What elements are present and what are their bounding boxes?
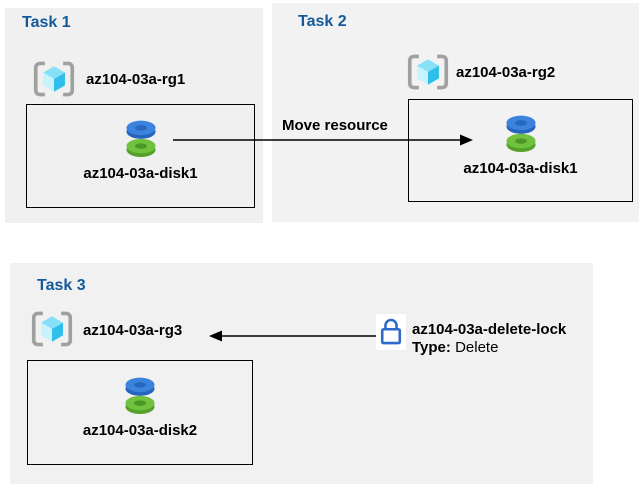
delete-lock-type: Type: Delete: [412, 339, 566, 357]
task1-resource-box: az104-03a-disk1: [26, 104, 255, 208]
task3-resource-box: az104-03a-disk2: [27, 360, 253, 465]
task2-panel: Task 2 az104-03a-rg2: [272, 3, 639, 222]
task1-panel: Task 1 az104-03a-rg1: [5, 8, 263, 223]
managed-disk-icon: [120, 371, 160, 417]
task2-resource-box: az104-03a-disk1: [408, 99, 633, 202]
managed-disk-icon: [121, 114, 161, 160]
resource-group-icon: [31, 310, 73, 348]
resource-group-icon: [33, 60, 75, 98]
disk-name: az104-03a-disk2: [82, 421, 198, 439]
resource-group-name: az104-03a-rg1: [86, 71, 186, 88]
disk-name: az104-03a-disk1: [83, 165, 198, 182]
disk-name: az104-03a-disk1: [463, 159, 578, 177]
delete-lock-name: az104-03a-delete-lock: [412, 321, 567, 338]
lock-type-label: Type:: [412, 339, 451, 356]
delete-lock-icon: [376, 314, 406, 350]
task2-title: Task 2: [298, 13, 347, 30]
resource-group-icon: [407, 53, 449, 91]
delete-lock-info: az104-03a-delete-lock Type: Delete: [412, 321, 566, 357]
move-resource-label: Move resource: [282, 117, 388, 134]
task1-title: Task 1: [22, 14, 71, 31]
task3-panel: Task 3 az104-03a-rg3: [10, 263, 593, 484]
resource-group-name: az104-03a-rg2: [456, 64, 556, 81]
resource-group-name: az104-03a-rg3: [83, 322, 183, 339]
task3-title: Task 3: [37, 277, 86, 294]
managed-disk-icon: [501, 109, 541, 155]
lock-type-value: Delete: [455, 339, 499, 356]
